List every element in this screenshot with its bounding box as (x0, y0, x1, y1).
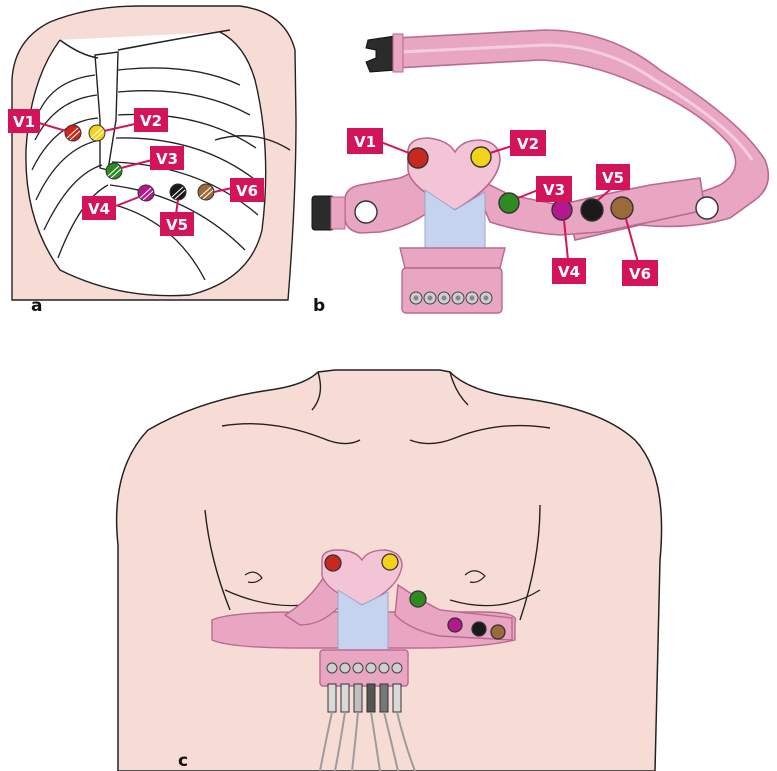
panel-b-electrode-v1 (408, 148, 428, 168)
svg-text:V4: V4 (558, 263, 580, 281)
panel-c-electrode-v1 (325, 555, 341, 571)
panel-a-electrode-v4 (138, 185, 154, 201)
svg-text:V1: V1 (354, 133, 376, 151)
panel-b-label-v6: V6 (622, 219, 658, 286)
svg-text:V5: V5 (166, 216, 188, 234)
panel-b-left-buckle (312, 196, 345, 230)
panel-b-electrode-v2 (471, 147, 491, 167)
panel-b-electrode-v4 (552, 200, 572, 220)
panel-a-electrode-v1 (65, 125, 81, 141)
panel-b-electrode-v6 (611, 197, 633, 219)
panel-b-letter: b (313, 296, 325, 316)
panel-c-electrode-v6 (491, 625, 505, 639)
svg-text:V2: V2 (517, 135, 539, 153)
svg-text:V5: V5 (602, 169, 624, 187)
panel-b: V1 V2 V3 V4 V5 V6 b (312, 30, 768, 316)
panel-b-electrode-v5 (581, 199, 603, 221)
panel-c-electrode-v3 (410, 591, 426, 607)
panel-b-electrode-v3 (499, 193, 519, 213)
panel-c: c (117, 370, 662, 771)
svg-text:V6: V6 (629, 265, 651, 283)
svg-text:V6: V6 (236, 182, 258, 200)
panel-a-electrode-v2 (89, 125, 105, 141)
panel-b-label-v1: V1 (347, 128, 409, 154)
panel-a-electrode-v3 (106, 163, 122, 179)
panel-c-connector-block (320, 650, 408, 686)
panel-c-letter: c (178, 751, 188, 771)
panel-b-top-buckle (366, 34, 403, 72)
panel-c-electrode-v5 (472, 622, 486, 636)
svg-text:V4: V4 (88, 200, 110, 218)
panel-a-electrode-v6 (198, 184, 214, 200)
panel-a-letter: a (31, 296, 42, 316)
panel-b-connector-block (400, 248, 505, 313)
svg-text:V3: V3 (156, 150, 178, 168)
svg-text:V3: V3 (543, 181, 565, 199)
panel-a: V1 V2 V3 V4 V5 V6 a (8, 6, 296, 316)
panel-b-right-white-snap (696, 197, 718, 219)
panel-b-left-white-snap (355, 201, 377, 223)
panel-a-electrode-v5 (170, 184, 186, 200)
svg-text:V1: V1 (13, 113, 35, 131)
svg-text:V2: V2 (140, 112, 162, 130)
panel-c-electrode-v4 (448, 618, 462, 632)
panel-c-electrode-v2 (382, 554, 398, 570)
